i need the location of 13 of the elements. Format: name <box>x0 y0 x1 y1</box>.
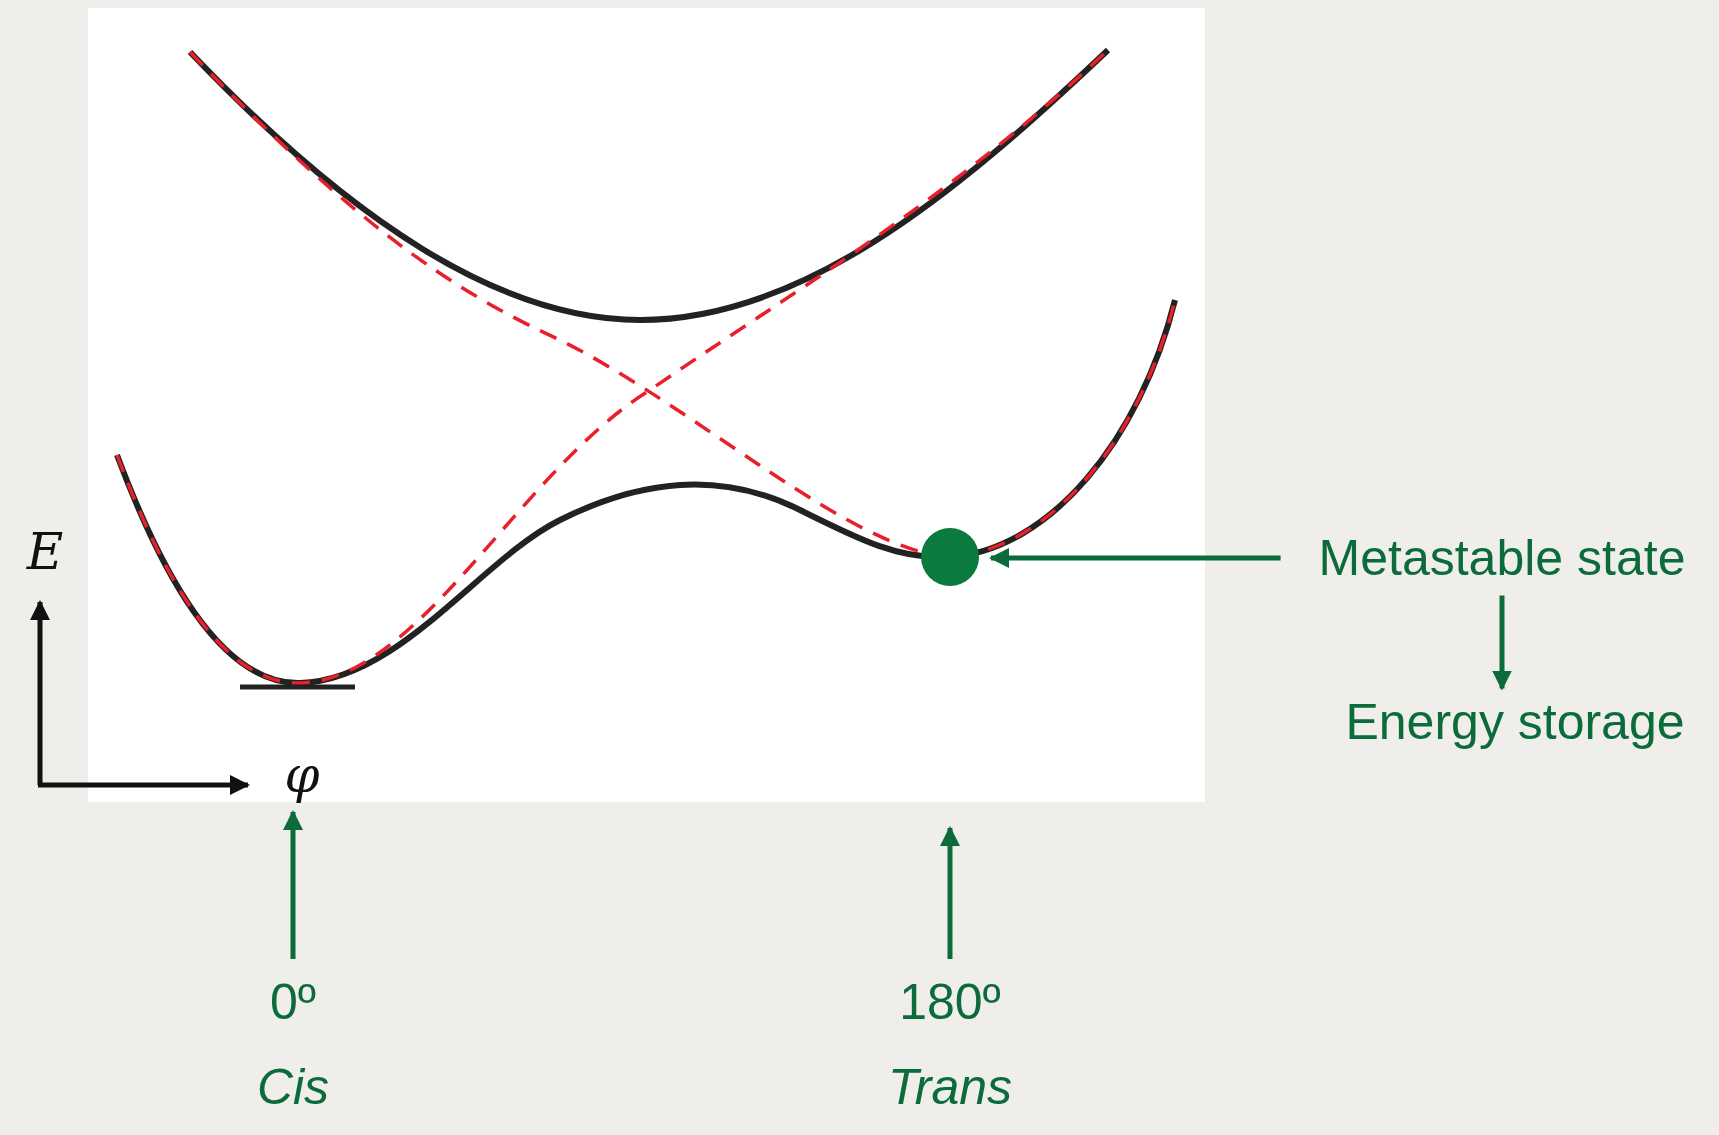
isomer-label: Cis <box>256 1060 330 1115</box>
angle-label: 0º <box>269 975 317 1030</box>
energy-axis-label: E <box>26 523 64 581</box>
isomer-label: Trans <box>887 1060 1013 1115</box>
state-dot <box>921 528 979 586</box>
state-label: Metastable state <box>1318 530 1686 586</box>
arrow <box>940 826 960 959</box>
angle-axis-label: φ <box>284 746 320 804</box>
arrow <box>283 810 303 959</box>
arrow <box>989 548 1281 568</box>
arrow <box>1492 595 1512 691</box>
angle-label: 180º <box>899 975 1001 1030</box>
outcome-label: Energy storage <box>1345 694 1685 750</box>
